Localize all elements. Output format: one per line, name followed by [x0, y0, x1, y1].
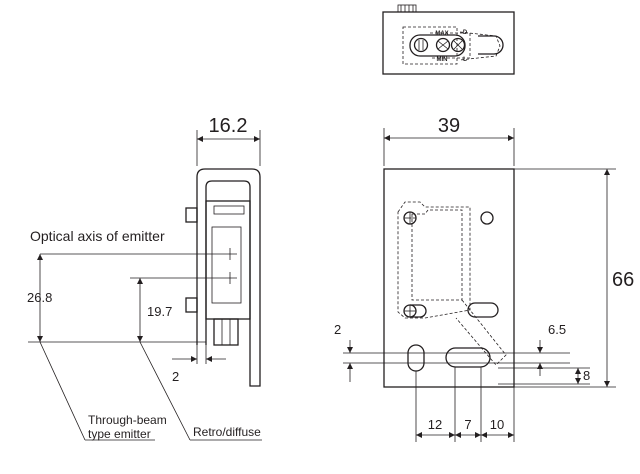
knob-l-label: L — [463, 57, 467, 63]
dim-slot-spacing: 8 — [583, 368, 590, 383]
dim-side-offset: 2 — [172, 369, 179, 384]
dim-front-height: 66 — [612, 269, 634, 291]
dim-pitch-3: 10 — [490, 417, 504, 432]
dim-through-beam-axis: 26.8 — [27, 290, 52, 305]
side-screw-top — [185, 207, 198, 223]
dim-side-width: 16.2 — [209, 115, 248, 137]
front-view: 39 2 6.5 — [334, 115, 634, 442]
side-view: 16.2 Optical axis of emitter 26.8 19.7 — [27, 115, 262, 441]
mounting-slot-long — [445, 347, 491, 368]
through-beam-label-line2: type emitter — [88, 427, 151, 441]
top-view-connector — [397, 4, 417, 13]
top-view-outline — [382, 11, 515, 75]
dim-pitch-1: 12 — [428, 417, 442, 432]
sensor-connector-side — [213, 318, 239, 346]
front-upper-slot — [467, 302, 499, 318]
side-screw-bottom — [185, 297, 198, 313]
top-view-knob-mode-icon — [450, 37, 466, 53]
bracket-front-plate — [383, 168, 515, 388]
knob-d-label: D — [463, 30, 468, 36]
dim-pitch-2: 7 — [464, 417, 471, 432]
top-view-knob-sensitivity-icon — [435, 37, 451, 53]
dim-front-width: 39 — [438, 115, 460, 137]
top-view-sensor-outline — [402, 26, 458, 65]
retro-diffuse-label: Retro/diffuse — [193, 425, 261, 439]
top-view: MAX MIN D L — [382, 4, 515, 75]
dim-retro-axis: 19.7 — [147, 304, 172, 319]
front-reference-hole — [480, 211, 494, 225]
through-beam-label-line1: Through-beam — [88, 413, 167, 427]
knob-min-label: MIN — [437, 57, 448, 63]
top-view-knob-left-icon — [413, 37, 429, 53]
bracket-side-outline — [196, 168, 261, 387]
knob-max-label: MAX — [435, 31, 448, 37]
optical-axis-label: Optical axis of emitter — [30, 228, 165, 244]
sensor-side-body — [205, 200, 251, 320]
dim-slot-width: 6.5 — [548, 322, 566, 337]
front-sensor-outline — [397, 201, 471, 319]
mounting-hole-oval — [407, 344, 425, 372]
sensor-lens-face — [211, 226, 242, 304]
dim-slot-height: 2 — [334, 322, 341, 337]
